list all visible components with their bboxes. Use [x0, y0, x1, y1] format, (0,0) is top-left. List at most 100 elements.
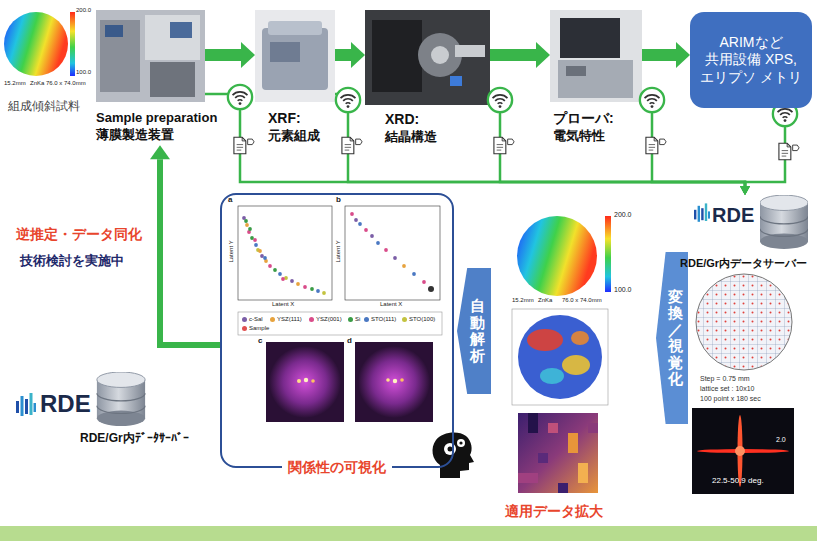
- connector: [335, 94, 750, 195]
- connector: [335, 42, 365, 68]
- arrow-fill: [656, 252, 688, 424]
- annotation: 逆推定・データ同化: [16, 226, 142, 242]
- label-slot: 技術検討を実施中: [20, 254, 124, 269]
- diffraction-heatmap-d: [355, 342, 433, 422]
- equipment-photo: プローバ:電気特性: [550, 10, 642, 143]
- label-slot: 15.2mm: [4, 80, 26, 87]
- xrd-frame: [692, 408, 794, 494]
- logo-text: RDE: [40, 390, 212, 419]
- legend-entry: STO(100): [402, 316, 435, 323]
- process-arrow: 変換／視覚化: [656, 252, 688, 424]
- figure-label: 100.0: [76, 69, 91, 76]
- connector: [642, 42, 690, 68]
- legend-text: STO(100): [409, 316, 435, 323]
- figure-label: Latent X: [272, 301, 294, 308]
- label-slot: 15.2mm: [512, 297, 534, 304]
- label-slot: Latent X: [380, 301, 402, 308]
- figure-label: 76.0 x 74.0mm: [46, 80, 86, 87]
- legend-text: YSZ(001): [316, 316, 342, 323]
- label-slot: ZnKa: [538, 297, 552, 304]
- figure-label: 100 point x 180 sec: [700, 395, 761, 403]
- server-label: RDE/Gr内データサーバー: [680, 257, 812, 270]
- property-map: [512, 309, 608, 405]
- figure-label: ZnKa: [538, 297, 552, 304]
- connector-line: [642, 49, 676, 61]
- equipment-photo: Sample preparation薄膜製造装置: [96, 10, 217, 142]
- label-slot: 200.0: [614, 211, 632, 219]
- connector: [205, 42, 255, 68]
- connector-line: [490, 97, 745, 186]
- node-label: プローバ:: [553, 110, 642, 127]
- arrow-head: [150, 145, 170, 159]
- label-slot: Latent Y: [335, 240, 342, 262]
- connector: [490, 97, 750, 195]
- legend-entry: YSZ(001): [309, 316, 342, 323]
- connector-line: [335, 49, 351, 61]
- legend-entry: YSZ(111): [270, 316, 302, 323]
- equipment-photo: XRD:結晶構造: [365, 10, 490, 144]
- legend-text: STO(111): [371, 316, 396, 323]
- arrow-head: [351, 42, 365, 68]
- arrow-head: [740, 186, 750, 195]
- sample-image: 組成傾斜試料: [6, 6, 96, 115]
- legend-text: Sample: [249, 325, 269, 332]
- label-slot: a: [228, 195, 232, 204]
- figure-label: Latent X: [380, 301, 402, 308]
- deposition-photo: [96, 10, 205, 102]
- label-slot: Step = 0.75 mm: [700, 375, 750, 383]
- label-slot: c: [258, 336, 262, 345]
- figure-label: 15.2mm: [512, 297, 534, 304]
- arrow-head: [676, 42, 690, 68]
- figure-label: d: [347, 336, 352, 345]
- node-label: 薄膜製造装置: [96, 127, 217, 143]
- figure-label: 100.0: [614, 286, 632, 294]
- label-slot: 逆推定・データ同化: [16, 226, 142, 242]
- legend-swatch: [309, 317, 314, 322]
- legend-entry: STO(111): [364, 316, 396, 323]
- figure-label: Latent Y: [228, 240, 235, 262]
- figure-label: 15.2mm: [4, 80, 26, 87]
- figure-label: c: [258, 336, 262, 345]
- figure-label: 22.5-50.9 deg.: [712, 476, 764, 485]
- arrow-head: [536, 42, 550, 68]
- diffraction-heatmap-c: [266, 342, 344, 422]
- xrd-photo: [365, 10, 490, 105]
- node-label: XRF:: [268, 110, 335, 127]
- legend-swatch: [402, 317, 407, 322]
- label-slot: 100 point x 180 sec: [700, 395, 761, 403]
- figure-label: Step = 0.75 mm: [700, 375, 750, 383]
- figure-label: a: [228, 195, 232, 204]
- figure-label: 2.0: [776, 436, 786, 444]
- label-slot: ZnKa: [30, 80, 44, 87]
- connector-line: [335, 94, 745, 186]
- annotation: 適用データ拡大: [505, 503, 603, 519]
- arrow-head: [241, 42, 255, 68]
- arrow-head: [740, 186, 750, 195]
- figure-label: ZnKa: [30, 80, 44, 87]
- pixel-map: [518, 413, 598, 493]
- node-label: 元素組成: [268, 128, 335, 144]
- facility-box: ARIMなど 共用設備 XPS,エリプソ メトリ: [690, 12, 812, 108]
- legend-swatch: [242, 326, 247, 331]
- legend-text: Si: [355, 316, 360, 323]
- legend-entry: c-Sal: [242, 316, 263, 323]
- sample-map-image: [4, 12, 75, 76]
- label-slot: 100.0: [76, 69, 91, 76]
- node-label: 組成傾斜試料: [8, 98, 96, 115]
- label-slot: d: [347, 336, 352, 345]
- equipment-photo: XRF:元素組成: [255, 10, 335, 143]
- arrow-head: [740, 186, 750, 195]
- label-slot: b: [336, 195, 341, 204]
- plot-legend-frame: [238, 312, 442, 335]
- legend-entry: Sample: [242, 325, 269, 332]
- label-slot: 100.0: [614, 286, 632, 294]
- figure-label: 200.0: [76, 7, 91, 14]
- vertical-text: 自動解析: [470, 298, 485, 364]
- legend-swatch: [242, 317, 247, 322]
- legend-text: YSZ(111): [277, 316, 302, 323]
- label-slot: 適用データ拡大: [505, 503, 603, 519]
- figure-label: 76.0 x 74.0mm: [562, 297, 602, 304]
- composition-map: [517, 216, 611, 296]
